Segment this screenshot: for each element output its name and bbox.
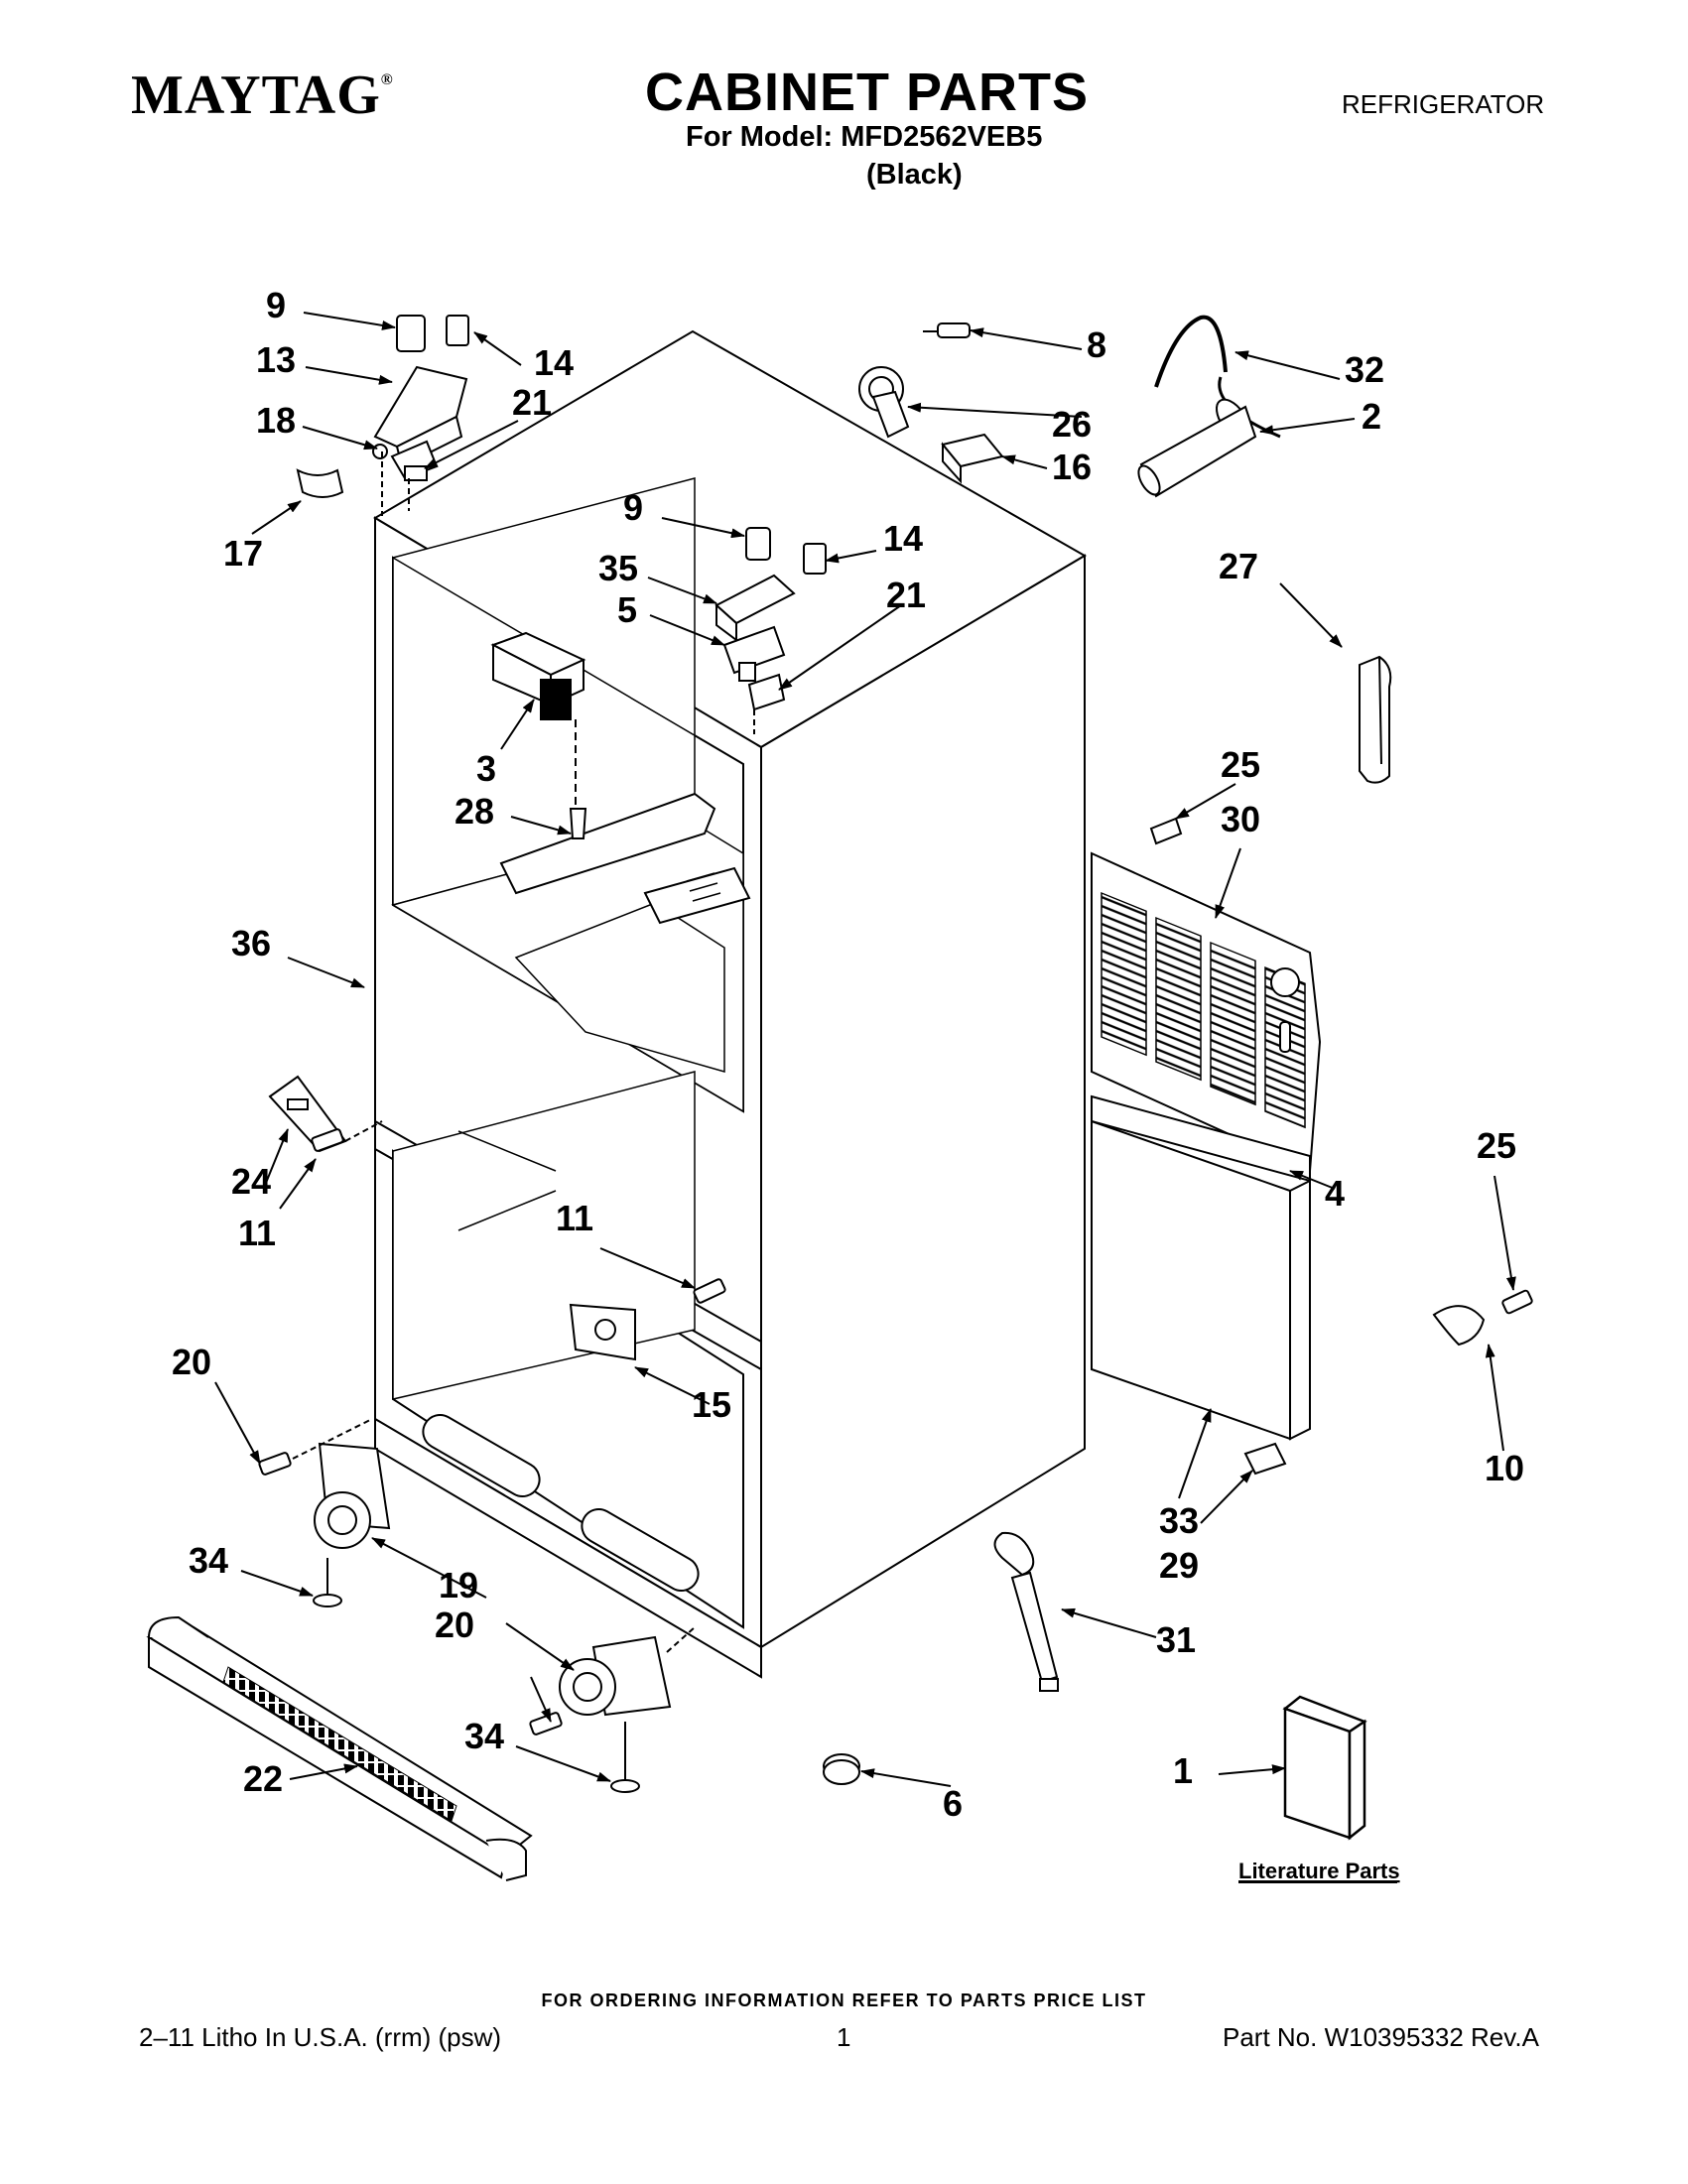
callout-11: 11 (556, 1198, 593, 1238)
callout-labels: 9 13 14 18 21 17 9 35 5 14 21 3 28 8 26 … (172, 285, 1524, 1883)
callout-29: 29 (1159, 1545, 1199, 1586)
page-title: CABINET PARTS (645, 63, 1090, 122)
callout-14: 14 (883, 518, 923, 559)
callout-34: 34 (464, 1716, 504, 1756)
part-15-bracket (569, 1278, 726, 1361)
callout-30: 30 (1221, 799, 1260, 839)
part-19-roller-right (529, 1626, 696, 1793)
callout-25: 25 (1221, 744, 1260, 785)
part-22-base-grille (146, 1615, 533, 1881)
part-1-literature (1282, 1695, 1367, 1841)
callout-22: 22 (243, 1758, 283, 1799)
callout-13: 13 (256, 339, 296, 380)
literature-parts-label: Literature Parts (1238, 1859, 1400, 1883)
callout-33: 33 (1159, 1500, 1199, 1541)
callout-26: 26 (1052, 404, 1092, 445)
part-31-tube (993, 1531, 1059, 1692)
part-27-clip (1359, 655, 1392, 784)
callout-21: 21 (512, 382, 552, 423)
callout-4: 4 (1325, 1173, 1345, 1214)
part-24-hinge-bracket (268, 1075, 383, 1153)
callout-1: 1 (1173, 1750, 1193, 1791)
callout-35: 35 (598, 548, 638, 588)
callout-9: 9 (623, 487, 643, 528)
callout-2: 2 (1362, 396, 1381, 437)
callout-18: 18 (256, 400, 296, 441)
part-3-housing (490, 631, 587, 839)
page-number: 1 (837, 2022, 851, 2052)
callout-32: 32 (1345, 349, 1384, 390)
callout-14: 14 (534, 342, 574, 383)
part-10-clamp (1432, 1289, 1533, 1347)
color-line: (Black) (866, 159, 963, 191)
callout-20: 20 (435, 1605, 474, 1645)
leader-lines (214, 312, 1516, 1787)
part-6-grommet (823, 1753, 860, 1785)
parts-32-2-tube (1137, 315, 1281, 498)
callout-21: 21 (886, 575, 926, 615)
callout-9: 9 (266, 285, 286, 325)
model-line: For Model: MFD2562VEB5 (686, 121, 1043, 153)
ordering-note: FOR ORDERING INFORMATION REFER TO PARTS … (541, 1991, 1147, 2010)
parts-8-26-16 (858, 322, 1004, 484)
part-17-wire (296, 468, 344, 498)
part-number: Part No. W10395332 Rev.A (1223, 2022, 1539, 2052)
callout-3: 3 (476, 748, 496, 789)
callout-20: 20 (172, 1342, 211, 1382)
callout-10: 10 (1485, 1448, 1524, 1488)
callout-6: 6 (943, 1783, 963, 1824)
parts-4-33-panel (1091, 1094, 1311, 1476)
callout-5: 5 (617, 589, 637, 630)
callout-17: 17 (223, 533, 263, 574)
callout-28: 28 (454, 791, 494, 832)
callout-16: 16 (1052, 447, 1092, 487)
brand-name: MAYTAG (131, 64, 381, 126)
callout-36: 36 (231, 923, 271, 964)
callout-19: 19 (439, 1565, 478, 1606)
top-hinge-center (714, 527, 827, 734)
top-hinge-left (372, 315, 469, 516)
callout-11: 11 (238, 1213, 276, 1253)
callout-24: 24 (231, 1161, 271, 1202)
callout-15: 15 (692, 1384, 731, 1425)
callout-34: 34 (189, 1540, 228, 1581)
appliance-type: REFRIGERATOR (1342, 89, 1545, 119)
litho-info: 2–11 Litho In U.S.A. (rrm) (psw) (139, 2022, 502, 2052)
callout-31: 31 (1156, 1619, 1196, 1660)
callout-25: 25 (1477, 1125, 1516, 1166)
part-30-grille (1091, 817, 1322, 1173)
callout-8: 8 (1087, 324, 1106, 365)
brand-logo: MAYTAG® (131, 64, 394, 127)
registered-mark: ® (380, 71, 394, 88)
callout-27: 27 (1219, 546, 1258, 586)
part-19-roller-left (258, 1418, 391, 1607)
